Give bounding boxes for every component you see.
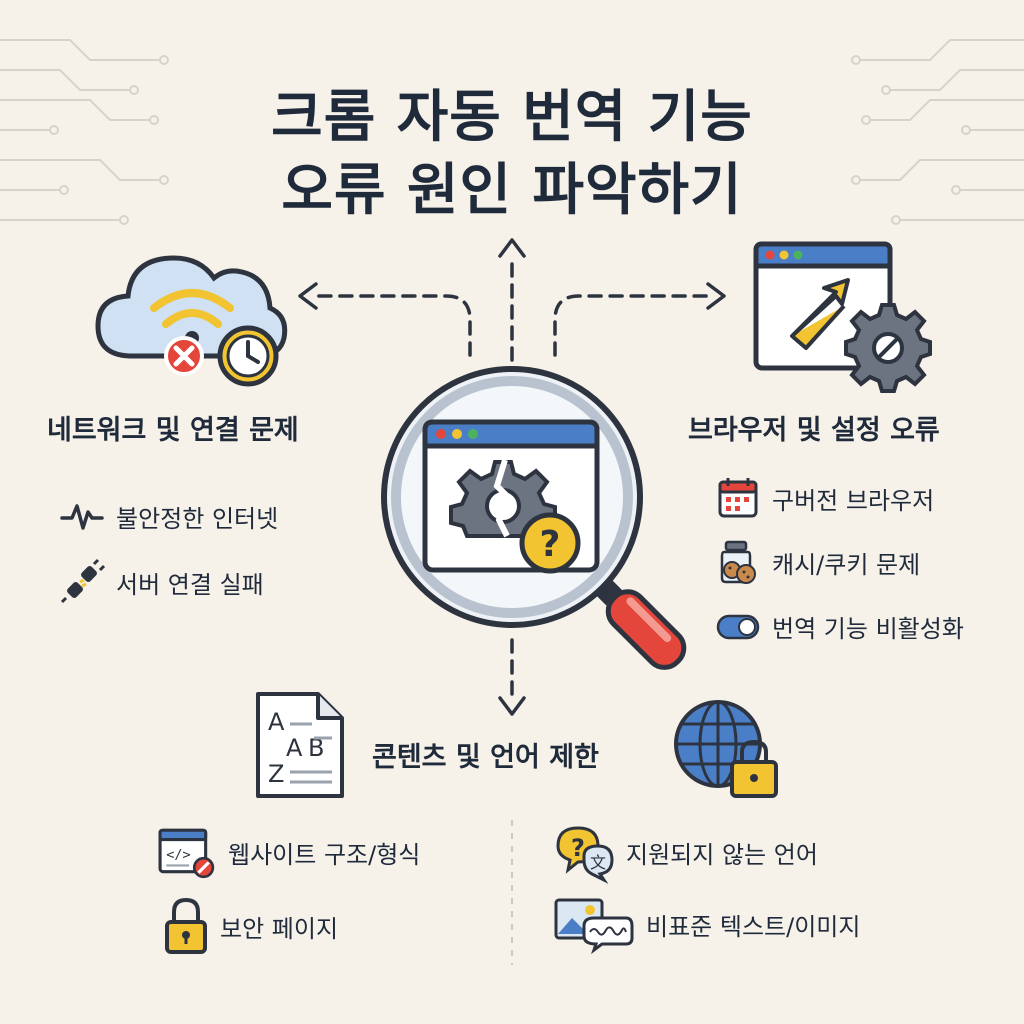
content-item-label-3: 지원되지 않는 언어 bbox=[626, 840, 818, 869]
content-item-label-4: 비표준 텍스트/이미지 bbox=[646, 912, 861, 941]
content-item-nonstandard-text: 비표준 텍스트/이미지 bbox=[554, 896, 861, 955]
globe-lock-icon bbox=[674, 700, 778, 798]
document-letters-icon: A A B Z bbox=[256, 692, 344, 798]
pulse-line-icon bbox=[60, 504, 104, 530]
question-translate-bubble-icon: ? 文 bbox=[556, 826, 614, 884]
browser-item-old-version: 구버전 브라우저 bbox=[716, 476, 934, 520]
svg-text:?: ? bbox=[571, 834, 585, 862]
svg-text:A: A bbox=[268, 708, 285, 736]
unplugged-icon bbox=[60, 558, 106, 604]
svg-text:</>: </> bbox=[166, 848, 190, 863]
content-heading: 콘텐츠 및 언어 제한 bbox=[372, 742, 599, 773]
network-item-label-1: 불안정한 인터넷 bbox=[116, 504, 279, 533]
svg-text:B: B bbox=[308, 734, 324, 762]
browser-heading: 브라우저 및 설정 오류 bbox=[688, 415, 940, 446]
toggle-off-icon bbox=[716, 614, 760, 640]
network-heading: 네트워크 및 연결 문제 bbox=[47, 415, 299, 446]
svg-text:?: ? bbox=[540, 524, 561, 565]
network-item-unstable-internet: 불안정한 인터넷 bbox=[60, 494, 278, 538]
title-line-1: 크롬 자동 번역 기능 bbox=[271, 85, 753, 150]
padlock-icon bbox=[165, 897, 207, 954]
cookie-jar-icon bbox=[720, 540, 756, 584]
image-scribble-bubble-icon bbox=[554, 898, 634, 955]
code-window-error-icon: </> bbox=[158, 828, 215, 879]
network-item-server-fail: 서버 연결 실패 bbox=[60, 558, 264, 604]
browser-item-label-2: 캐시/쿠키 문제 bbox=[772, 550, 921, 579]
browser-item-translate-disabled: 번역 기능 비활성화 bbox=[716, 604, 964, 648]
magnifier-broken-gear-question-icon: ? bbox=[381, 366, 687, 670]
browser-item-label-3: 번역 기능 비활성화 bbox=[772, 614, 964, 643]
title-line-2: 오류 원인 파악하기 bbox=[281, 158, 743, 223]
calendar-icon bbox=[718, 478, 758, 518]
content-item-secure-page: 보안 페이지 bbox=[164, 897, 339, 954]
svg-text:文: 文 bbox=[590, 853, 606, 872]
content-item-label-2: 보안 페이지 bbox=[220, 914, 339, 943]
svg-text:A: A bbox=[286, 734, 303, 762]
content-item-site-structure: </> 웹사이트 구조/형식 bbox=[158, 826, 421, 879]
browser-item-label-1: 구버전 브라우저 bbox=[772, 486, 935, 515]
svg-text:Z: Z bbox=[268, 760, 284, 788]
content-item-label-1: 웹사이트 구조/형식 bbox=[228, 840, 421, 869]
browser-item-cache-cookie: 캐시/쿠키 문제 bbox=[716, 540, 920, 584]
cloud-wifi-clock-icon bbox=[95, 255, 288, 387]
network-item-label-2: 서버 연결 실패 bbox=[116, 570, 264, 599]
content-item-unsupported-language: ? 文 지원되지 않는 언어 bbox=[554, 824, 818, 884]
browser-cursor-gear-icon bbox=[753, 241, 932, 393]
